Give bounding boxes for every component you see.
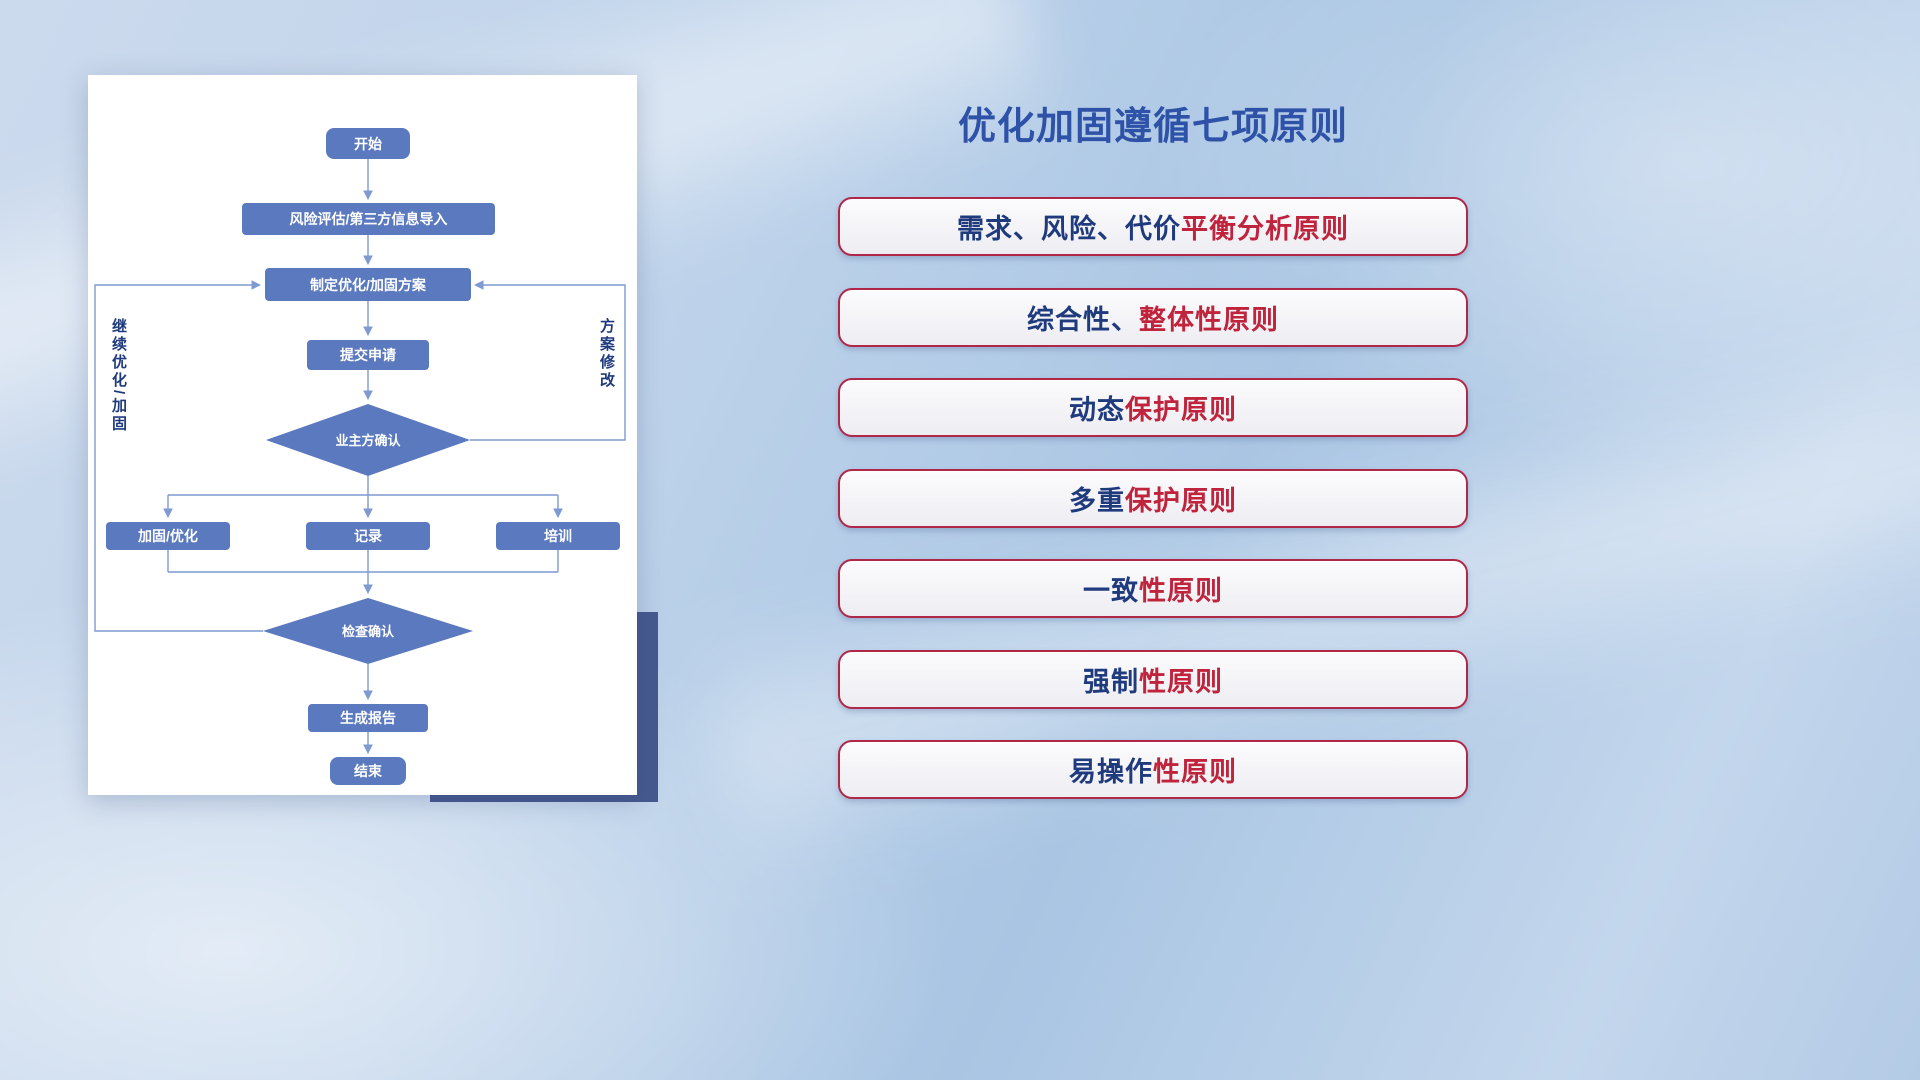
principle-text-suffix: 性原则 <box>1139 576 1223 606</box>
flowchart-card: 开始 风险评估/第三方信息导入 制定优化/加固方案 提交申请 业主方确认 加固/… <box>88 75 637 795</box>
flow-node-submit-application: 提交申请 <box>307 340 429 370</box>
principle-text-prefix: 动态 <box>1069 395 1125 425</box>
flow-node-generate-report: 生成报告 <box>308 704 428 732</box>
flow-node-risk-assessment: 风险评估/第三方信息导入 <box>242 203 495 235</box>
flow-node-start: 开始 <box>326 128 410 159</box>
principle-text-prefix: 一致 <box>1083 576 1139 606</box>
flow-node-make-plan: 制定优化/加固方案 <box>265 268 471 301</box>
principle-text-suffix: 平衡分析原则 <box>1181 214 1349 244</box>
flow-node-reinforce-optimize: 加固/优化 <box>106 522 230 550</box>
flow-node-owner-confirm-label: 业主方确认 <box>335 432 401 448</box>
principle-pill-consistency: 一致性原则 <box>838 559 1468 618</box>
principles-title: 优化加固遵循七项原则 <box>957 106 1348 148</box>
principle-pill-operability: 易操作性原则 <box>838 740 1468 799</box>
principle-text-prefix: 易操作 <box>1069 757 1153 787</box>
principle-pill-multiple-protection: 多重保护原则 <box>838 468 1468 528</box>
flow-node-check-confirm: 检查确认 <box>263 598 473 664</box>
principle-text-suffix: 保护原则 <box>1125 485 1237 516</box>
principle-text-suffix: 性原则 <box>1153 757 1237 787</box>
principle-text-prefix: 多重 <box>1069 485 1125 516</box>
flow-node-end: 结束 <box>330 757 406 785</box>
principles-list: 需求、风险、代价平衡分析原则 综合性、整体性原则 动态保护原则 多重保护原则 一… <box>838 197 1468 799</box>
principle-pill-balance: 需求、风险、代价平衡分析原则 <box>838 197 1468 256</box>
principle-text-suffix: 整体性原则 <box>1139 304 1279 335</box>
principle-text-suffix: 保护原则 <box>1125 395 1237 425</box>
flow-node-check-confirm-label: 检查确认 <box>341 623 394 639</box>
principle-pill-comprehensive: 综合性、整体性原则 <box>838 287 1468 347</box>
flow-node-record: 记录 <box>306 522 430 550</box>
flow-node-owner-confirm: 业主方确认 <box>266 404 470 476</box>
principle-text-prefix: 强制 <box>1083 666 1139 697</box>
right-loop-label: 方案修改 <box>596 318 617 390</box>
principle-pill-dynamic: 动态保护原则 <box>838 378 1468 437</box>
flow-node-training: 培训 <box>496 522 620 550</box>
principle-pill-mandatory: 强制性原则 <box>838 649 1468 709</box>
principles-panel: 优化加固遵循七项原则 需求、风险、代价平衡分析原则 综合性、整体性原则 动态保护… <box>838 0 1468 1080</box>
left-loop-label: 继续优化/加固 <box>108 318 129 434</box>
principle-text-suffix: 性原则 <box>1139 666 1223 697</box>
principle-text-prefix: 需求、风险、代价 <box>957 214 1181 244</box>
principle-text-prefix: 综合性、 <box>1027 304 1139 335</box>
